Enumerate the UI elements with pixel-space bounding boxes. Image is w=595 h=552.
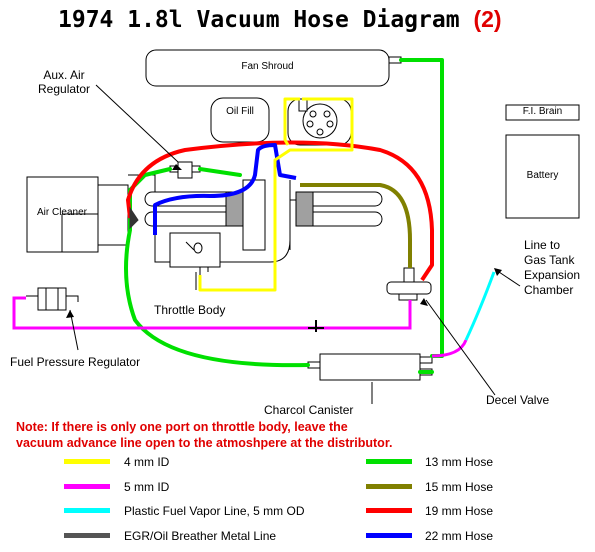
air-cleaner-box [26,176,99,253]
legend-swatch [366,532,412,538]
hose-5mm-fpr [12,296,412,330]
arrow-head [494,268,502,276]
charcoal-canister-body [319,353,421,381]
hose-13mm-aux [198,167,242,177]
decel-valve-body [386,281,432,295]
legend-label: 15 mm Hose [425,479,494,494]
leader-lines [69,84,521,404]
gas-tank-label-line3: Expansion [524,268,581,282]
hose-19mm [126,140,434,282]
air-cleaner-label: Air Cleaner [36,207,88,218]
oil-fill-label: Oil Fill [226,106,254,117]
hose-13mm-air-cleaner [124,167,310,368]
legend-swatch [64,483,110,489]
vacuum-advance-port [298,98,308,112]
legend-label: 22 mm Hose [425,528,494,543]
decel-valve-port [403,267,415,283]
legend-label: 19 mm Hose [425,504,494,518]
distributor-terminal [326,120,334,128]
note-text: Note: If there is only one port on throt… [16,419,392,451]
legend-label: Plastic Fuel Vapor Line, 5 mm OD [124,504,305,518]
distributor-terminal [316,128,324,136]
fi-brain-label: F.I. Brain [522,106,563,117]
distributor-terminal [309,110,317,118]
hose-22mm [153,143,297,235]
legend-swatch [366,508,412,513]
injector-block [295,191,314,227]
plenum [242,179,266,251]
throttle-plate [193,242,203,254]
legend-swatch [366,483,412,489]
legend-label: 5 mm ID [124,479,170,494]
distributor-terminal [306,120,314,128]
leader-gas-tank [495,269,521,287]
fan-shroud-box [145,49,390,87]
title-number: (2) [473,6,502,32]
aux-air-label-line1: Aux. Air [43,68,85,82]
leader-aux-air [95,84,179,163]
fuel-pressure-regulator-body [37,287,67,311]
arrow-head [420,298,428,306]
throttle-body-label: Throttle Body [154,303,226,317]
arrow-head [66,310,74,318]
hose-4mm [198,97,354,292]
charcoal-canister-label: Charcol Canister [264,403,354,417]
metal-line-egr [308,320,324,332]
aux-air-regulator-label: Aux. Air Regulator [38,68,90,96]
hose-5mm-canister [431,339,468,358]
throttle-shaft [185,241,195,251]
oil-fill-box [210,97,270,143]
legend-label: EGR/Oil Breather Metal Line [124,528,277,543]
battery-label: Battery [526,170,559,181]
note-line2: vacuum advance line open to the atmoshpe… [16,436,393,450]
throttle-port [199,267,209,275]
throttle-body-box [169,232,221,268]
gas-tank-label-line2: Gas Tank [524,253,575,267]
metal-line-breather [129,206,139,230]
canister-port [419,356,433,364]
legend-label: 13 mm Hose [425,455,494,469]
page-title: 1974 1.8l Vacuum Hose Diagram (2) [58,6,502,33]
legend-swatch [64,532,110,538]
decel-valve-label: Decel Valve [486,393,550,407]
fpr-detail [26,288,79,310]
legend-swatch [366,459,412,464]
hose-15mm [300,183,412,268]
arrow-head [172,164,182,170]
fuel-pressure-regulator-label: Fuel Pressure Regulator [10,355,141,369]
air-cleaner-outlet [98,184,129,246]
gas-tank-label-line1: Line to [524,238,561,252]
distributor-terminal [323,110,331,118]
injector-block [225,191,244,227]
fan-shroud-label: Fan Shroud [241,61,294,72]
battery-box [505,134,580,219]
fi-brain-box [505,104,580,121]
legend-swatch [64,508,110,513]
leader-decel [425,299,496,396]
legend-swatch [64,459,110,464]
legend-label: 4 mm ID [124,455,170,469]
gas-tank-line-label: Line to Gas Tank Expansion Chamber [524,238,580,298]
aux-air-label-line2: Regulator [38,82,91,96]
note-line1: Note: If there is only one port on throt… [16,420,348,434]
decel-valve-port [398,293,418,301]
hose-vapor-line [464,271,496,341]
title-main: 1974 1.8l Vacuum Hose Diagram [58,7,460,33]
gas-tank-label-line4: Chamber [524,283,574,297]
